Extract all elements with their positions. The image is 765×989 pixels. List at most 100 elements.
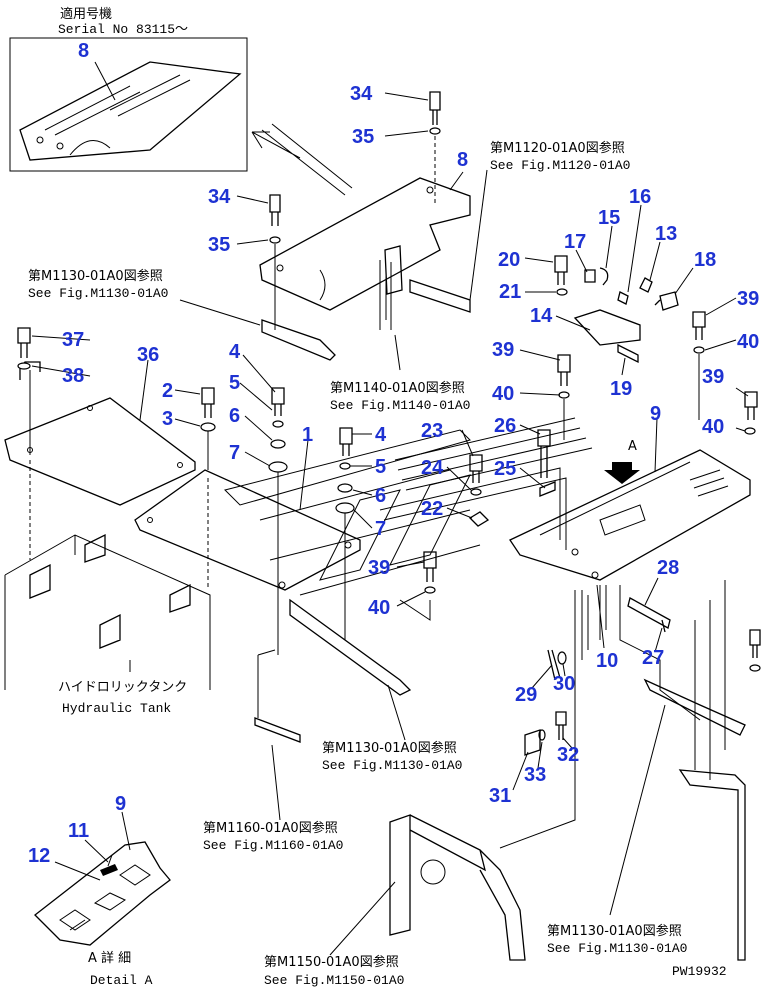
center-outline-shape (224, 429, 481, 596)
floor-plate-9 (509, 449, 751, 581)
bolt-39-r1 (692, 311, 706, 340)
frame-m1130-right (643, 678, 746, 736)
callout-39-r1: 39 (737, 288, 759, 310)
floor-plate-assembly: A (468, 429, 751, 756)
callout-39-mid: 39 (492, 339, 514, 361)
callout-31: 31 (489, 785, 511, 807)
callout-40-r1: 40 (737, 331, 759, 353)
bolt-39-mid (557, 354, 571, 386)
washer-6-b (337, 483, 353, 493)
bolt-right-bottom (749, 629, 761, 658)
washer-3 (200, 422, 216, 432)
callout-6-a: 6 (229, 405, 240, 427)
washer-24 (470, 488, 482, 496)
detail-label-en: Detail A (90, 973, 153, 988)
ref-m1130-mid-jp: 第M1130-01A0図参照 (322, 740, 457, 756)
callout-17: 17 (564, 231, 586, 253)
callout-19: 19 (610, 378, 632, 400)
inset-box: 適用号機 Serial No 83115〜 (9, 6, 248, 172)
callout-39-low: 39 (368, 557, 390, 579)
callout-4-b: 4 (375, 424, 387, 446)
detail-plate-12 (100, 864, 118, 876)
inset-arrow (251, 123, 353, 196)
callout-40-low: 40 (368, 597, 390, 619)
washer-5-b (339, 462, 351, 470)
callout-14: 14 (530, 305, 553, 327)
callout-8-top: 8 (457, 149, 468, 171)
washer-7-a (268, 461, 288, 473)
ref-m1130-right-jp: 第M1130-01A0図参照 (547, 923, 682, 939)
callout-27: 27 (642, 647, 664, 669)
callout-38: 38 (62, 365, 84, 387)
inset-serial: Serial No 83115〜 (58, 22, 188, 37)
ref-m1130-top-jp: 第M1130-01A0図参照 (28, 268, 163, 284)
ref-m1150-jp: 第M1150-01A0図参照 (264, 954, 399, 970)
latch-assembly (554, 255, 758, 440)
callout-18: 18 (694, 249, 716, 271)
ref-m1140-en: See Fig.M1140-01A0 (330, 398, 470, 413)
callout-13: 13 (655, 223, 677, 245)
callout-24: 24 (421, 457, 444, 479)
callout-16: 16 (629, 186, 651, 208)
callout-34-left: 34 (208, 186, 231, 208)
inset-cover-plate (19, 61, 242, 161)
cover-plate-8 (259, 177, 471, 311)
washer-35-top (429, 127, 441, 135)
bolt-32 (555, 711, 567, 740)
view-marker: A (628, 439, 637, 454)
pin-13 (639, 277, 653, 293)
washer-6-a (270, 439, 286, 449)
spring-15 (599, 267, 609, 286)
callout-35-left: 35 (208, 234, 230, 256)
hydraulic-tank-outline (4, 534, 211, 690)
callout-4-a: 4 (229, 341, 241, 363)
washer-40-r1 (693, 346, 705, 354)
ref-m1150-en: See Fig.M1150-01A0 (264, 973, 404, 988)
callout-30: 30 (553, 673, 575, 695)
rod-28 (627, 597, 671, 633)
callout-7-a: 7 (229, 442, 240, 464)
ref-m1130-top-en: See Fig.M1130-01A0 (28, 286, 168, 301)
ref-m1130-right-en: See Fig.M1130-01A0 (547, 941, 687, 956)
bracket-m1130-mid (289, 598, 412, 696)
clip-16 (617, 291, 629, 305)
callout-34-top: 34 (350, 83, 373, 105)
bolt-20 (554, 255, 568, 285)
bolt-26 (537, 429, 551, 478)
washer-40-low (424, 586, 436, 594)
washer-40-mid (558, 391, 570, 399)
callout-37: 37 (62, 329, 84, 351)
callout-5-b: 5 (375, 456, 386, 478)
callout-leaders (31, 61, 749, 881)
detail-a: A 詳 細 Detail A (34, 841, 171, 988)
bolt-4-a (271, 387, 285, 416)
ref-m1160-en: See Fig.M1160-01A0 (203, 838, 343, 853)
ref-m1160-jp: 第M1160-01A0図参照 (203, 820, 338, 836)
frame-m1150 (389, 814, 486, 936)
callout-12: 12 (28, 845, 50, 867)
callout-20: 20 (498, 249, 520, 271)
callout-33: 33 (524, 764, 546, 786)
callout-22: 22 (421, 498, 443, 520)
callout-9-detail: 9 (115, 793, 126, 815)
callout-23: 23 (421, 420, 443, 442)
callout-32: 32 (557, 744, 579, 766)
bolt-2 (201, 387, 215, 418)
plate-19 (617, 343, 639, 364)
callout-2: 2 (162, 380, 173, 402)
callout-1: 1 (302, 424, 313, 446)
ref-m1140-jp: 第M1140-01A0図参照 (330, 380, 465, 396)
callout-8-inset: 8 (78, 40, 89, 62)
bracket-m1160 (254, 717, 301, 743)
callout-10: 10 (596, 650, 618, 672)
callout-15: 15 (598, 207, 620, 229)
callout-39-r2: 39 (702, 366, 724, 388)
washer-5-a (272, 420, 284, 428)
callout-11: 11 (68, 820, 89, 842)
bolt-34-top (429, 91, 441, 125)
view-arrow-a (604, 462, 640, 484)
washer-7-b (335, 502, 355, 514)
bracket-31 (524, 729, 541, 756)
callout-9-top: 9 (650, 403, 661, 425)
stay-14 (573, 309, 641, 346)
